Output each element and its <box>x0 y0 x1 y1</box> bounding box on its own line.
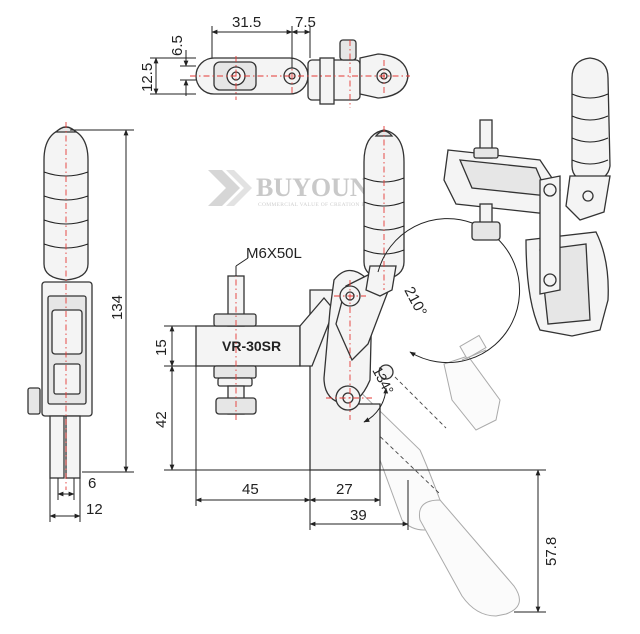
dim-side-134: 134 <box>109 295 126 320</box>
angle-arc-210 <box>377 218 521 364</box>
side-leg-left <box>49 415 65 479</box>
side-leg-right <box>65 415 81 479</box>
dim-front-57-8: 57.8 <box>543 537 560 566</box>
dim-top-31-5: 31.5 <box>232 14 261 31</box>
front-view: VR-30SR <box>153 126 560 617</box>
front-spindle-bolt <box>213 275 257 415</box>
dim-front-15: 15 <box>153 339 170 356</box>
ghost-handle <box>418 499 520 617</box>
side-view: 134 6 12 <box>27 122 134 522</box>
dim-top-7-5: 7.5 <box>295 14 316 31</box>
brand-watermark: BUYOUNG COMMERCIAL VALUE OF CREATION ENE… <box>208 170 389 208</box>
iso-grip-rings <box>571 93 609 165</box>
dim-front-45: 45 <box>242 481 259 498</box>
watermark-tagline: COMMERCIAL VALUE OF CREATION ENERGY <box>258 202 385 208</box>
dim-front-39: 39 <box>350 507 367 524</box>
dim-side-12: 12 <box>86 501 103 518</box>
angle-210: 210° <box>400 284 430 319</box>
dim-front-27: 27 <box>336 481 353 498</box>
top-stop-pin <box>339 39 357 61</box>
angle-arc-134 <box>363 387 389 423</box>
isometric-view <box>443 57 611 337</box>
side-stop-pin <box>27 387 41 415</box>
front-stop-pin <box>378 364 394 380</box>
model-label: VR-30SR <box>222 338 281 354</box>
dim-top-6-5: 6.5 <box>169 35 186 56</box>
bolt-label: M6X50L <box>246 245 302 262</box>
top-view: 31.5 7.5 6.5 12.5 <box>139 14 410 108</box>
dim-side-6: 6 <box>88 475 96 492</box>
dim-top-12-5: 12.5 <box>139 63 156 92</box>
iso-bolt-nut <box>471 221 501 241</box>
iso-link <box>539 175 561 295</box>
brand-logo-icon <box>208 170 252 206</box>
front-clamp-arm <box>195 325 301 367</box>
dim-front-42: 42 <box>153 411 170 428</box>
